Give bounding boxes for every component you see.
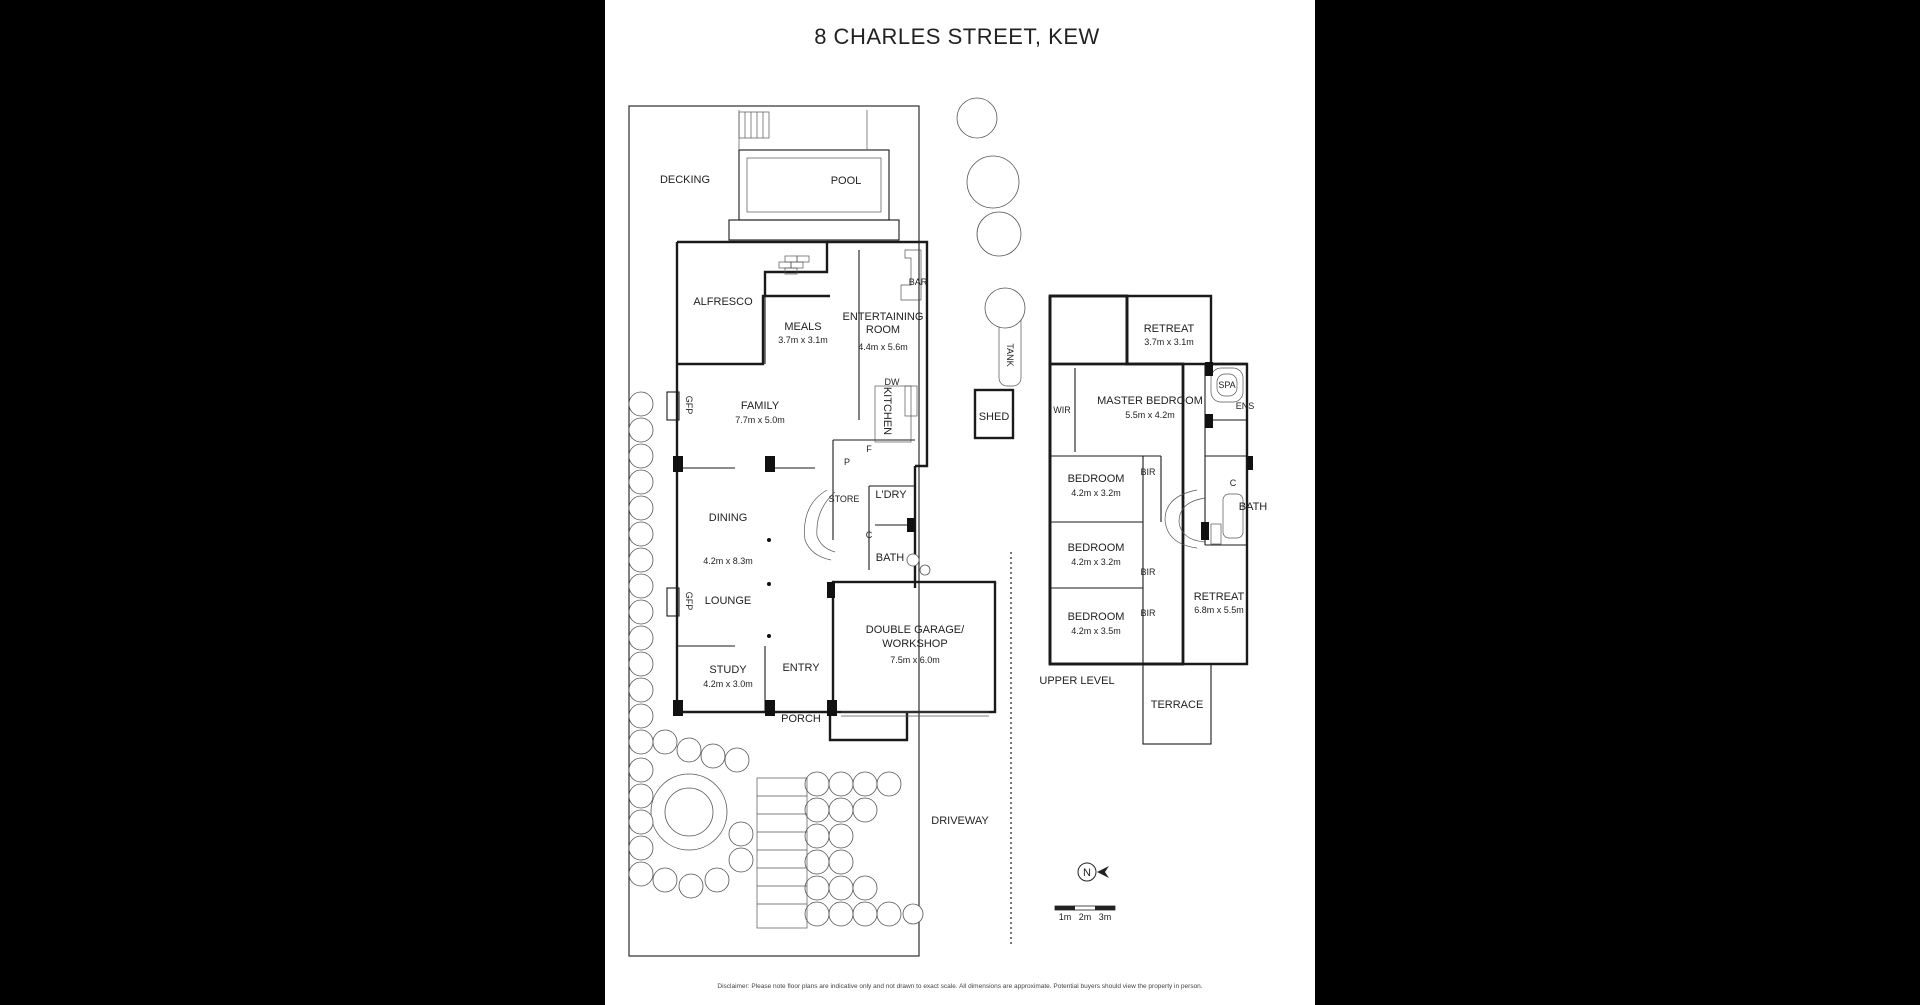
- wir-label: WIR: [1053, 405, 1071, 415]
- bir-label-2: BIR: [1140, 567, 1156, 577]
- entertaining-dimensions: 4.4m x 5.6m: [858, 342, 908, 352]
- garage: [831, 580, 997, 717]
- plan-title: 8 CHARLES STREET, KEW: [814, 24, 1100, 49]
- upper-cupboard-label: C: [1230, 478, 1237, 488]
- shed-label: SHED: [979, 411, 1010, 423]
- terrace: [1142, 663, 1212, 745]
- bedroom-3-dimensions: 4.2m x 3.5m: [1071, 626, 1121, 636]
- pool-label: POOL: [831, 175, 862, 187]
- dining-dimensions: 4.2m x 8.3m: [703, 556, 753, 566]
- master-bedroom-dimensions: 5.5m x 4.2m: [1125, 410, 1175, 420]
- floorplan-sheet: 8 CHARLES STREET, KEW: [605, 0, 1315, 1005]
- pool: [728, 110, 900, 241]
- cupboard-label: C: [866, 530, 873, 540]
- spa-label: SPA: [1218, 380, 1235, 390]
- dw-label: DW: [885, 377, 900, 387]
- porch-label: PORCH: [781, 713, 821, 725]
- bedroom-3-label: BEDROOM: [1068, 611, 1125, 623]
- upper-level-label: UPPER LEVEL: [1039, 675, 1114, 687]
- garage-label-2: WORKSHOP: [882, 638, 947, 650]
- laundry-label: L'DRY: [875, 489, 907, 501]
- north-arrow-icon: N: [1077, 862, 1109, 882]
- retreat-label: RETREAT: [1194, 591, 1245, 603]
- ground-floor-plan: DECKING POOL ALFRESCO MEALS 3.7m x 3.1m …: [628, 97, 1026, 957]
- spa: [1210, 367, 1244, 403]
- gfp-label-lower: GFP: [684, 592, 694, 611]
- entry-label: ENTRY: [782, 662, 820, 674]
- terrace-label: TERRACE: [1151, 699, 1204, 711]
- master-bedroom-label: MASTER BEDROOM: [1097, 395, 1203, 407]
- driveway-label: DRIVEWAY: [931, 815, 989, 827]
- fridge-label: F: [866, 444, 872, 454]
- bir-label-1: BIR: [1140, 467, 1156, 477]
- gfp-label-upper: GFP: [684, 396, 694, 415]
- bir-label-3: BIR: [1140, 608, 1156, 618]
- bedroom-1-label: BEDROOM: [1068, 473, 1125, 485]
- study-label: STUDY: [709, 664, 747, 676]
- scale-3m: 3m: [1099, 912, 1112, 922]
- garden-trees: [628, 97, 1026, 927]
- garage-label-1: DOUBLE GARAGE/: [866, 624, 965, 636]
- meals-label: MEALS: [784, 321, 821, 333]
- entertaining-label-1: ENTERTAINING: [843, 311, 924, 323]
- dining-label: DINING: [709, 512, 748, 524]
- garage-dimensions: 7.5m x 6.0m: [890, 655, 940, 665]
- upper-bath-label: BATH: [1239, 501, 1268, 513]
- bedroom-2-label: BEDROOM: [1068, 542, 1125, 554]
- alfresco-label: ALFRESCO: [693, 296, 753, 308]
- bedroom-2-dimensions: 4.2m x 3.2m: [1071, 557, 1121, 567]
- study-dimensions: 4.2m x 3.0m: [703, 679, 753, 689]
- disclaimer: Disclaimer: Please note floor plans are …: [717, 983, 1202, 990]
- lounge-label: LOUNGE: [705, 595, 751, 607]
- kitchen-label: KITCHEN: [881, 387, 893, 435]
- north-letter: N: [1083, 867, 1091, 879]
- family-dimensions: 7.7m x 5.0m: [735, 415, 785, 425]
- upper-floor: [1048, 294, 1129, 364]
- bath-label: BATH: [876, 552, 905, 564]
- floorplan-drawing: 8 CHARLES STREET, KEW: [628, 24, 1268, 990]
- bedroom-1-dimensions: 4.2m x 3.2m: [1071, 488, 1121, 498]
- decking-label: DECKING: [660, 174, 710, 186]
- ens-label: ENS: [1236, 401, 1255, 411]
- upper-stairs: [1164, 489, 1206, 549]
- entertaining-label-2: ROOM: [866, 324, 900, 336]
- shed: [973, 388, 1015, 440]
- upper-floor-walls: [1048, 294, 1129, 364]
- pantry-label: P: [844, 457, 850, 467]
- scale-bar: 1m 2m 3m: [1054, 905, 1116, 922]
- retreat-top-dimensions: 3.7m x 3.1m: [1144, 337, 1194, 347]
- front-steps: [756, 777, 808, 929]
- upper-rooms: [1048, 294, 1249, 666]
- scale-1m: 1m: [1059, 912, 1072, 922]
- retreat-dimensions: 6.8m x 5.5m: [1194, 605, 1244, 615]
- family-label: FAMILY: [741, 400, 780, 412]
- store-label: STORE: [829, 494, 860, 504]
- bar-label: BAR: [909, 277, 928, 287]
- meals-dimensions: 3.7m x 3.1m: [778, 335, 828, 345]
- retreat-top-label: RETREAT: [1144, 323, 1195, 335]
- tank-label: TANK: [1005, 343, 1015, 366]
- scale-2m: 2m: [1079, 912, 1092, 922]
